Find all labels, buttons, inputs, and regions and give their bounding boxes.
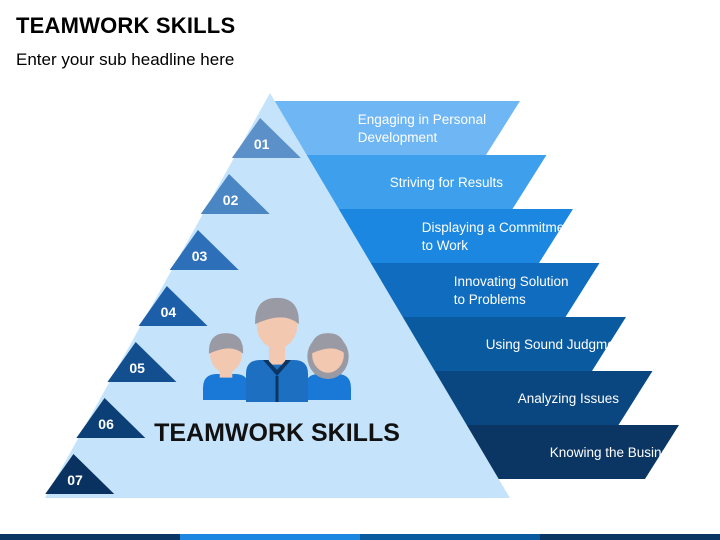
- skill-bar-shape: [430, 371, 653, 425]
- skill-label: Knowing the Business: [550, 445, 683, 460]
- skill-bar-06: Analyzing Issues: [430, 371, 653, 425]
- person-hair: [310, 333, 346, 354]
- number-tab-07: 07: [45, 454, 115, 494]
- skill-label: Displaying a Commitment to Work: [422, 220, 576, 253]
- bottom-accent-bar: [0, 534, 720, 540]
- number-tab-shape: [138, 286, 208, 326]
- skill-label: Using Sound Judgment: [486, 337, 627, 352]
- person-right-icon: [305, 333, 351, 400]
- bottom-bar-segment: [360, 534, 540, 540]
- skill-label-line: Striving for Results: [390, 175, 504, 190]
- number-tab-label: 07: [67, 472, 83, 488]
- person-hair: [208, 333, 244, 354]
- skill-bar-07: Knowing the Business: [462, 425, 683, 479]
- number-tab-01: 01: [231, 118, 301, 158]
- number-tab-shape: [231, 118, 301, 158]
- number-tabs: 01 02 03 04 05 06 07: [45, 118, 301, 494]
- number-tab-label: 03: [192, 248, 208, 264]
- skill-label-line: Development: [358, 130, 438, 145]
- skill-label: Analyzing Issues: [518, 391, 620, 406]
- skill-bar-shape: [270, 101, 520, 155]
- skill-label-line: to Problems: [454, 292, 526, 307]
- number-tab-shape: [76, 398, 146, 438]
- bottom-bar-segment: [180, 534, 360, 540]
- skill-bar-shape: [366, 263, 600, 317]
- bottom-bar-segment: [0, 534, 180, 540]
- skill-bar-05: Using Sound Judgment: [398, 317, 627, 371]
- person-body: [203, 374, 249, 400]
- skill-bar-03: Displaying a Commitment to Work: [334, 209, 576, 263]
- skill-label-line: Displaying a Commitment: [422, 220, 576, 235]
- skill-bar-shape: [398, 317, 626, 371]
- skill-label-line: Using Sound Judgment: [486, 337, 627, 352]
- skill-bar-02: Striving for Results: [302, 155, 547, 209]
- number-tab-label: 02: [223, 192, 239, 208]
- person-body: [305, 374, 351, 400]
- number-tab-label: 05: [129, 360, 145, 376]
- skill-bar-shape: [462, 425, 679, 479]
- skill-label-line: Knowing the Business: [550, 445, 683, 460]
- number-tab-label: 06: [98, 416, 114, 432]
- number-tab-02: 02: [200, 174, 270, 214]
- number-tab-shape: [107, 342, 177, 382]
- skill-label-line: to Work: [422, 238, 469, 253]
- team-people-icon: [203, 297, 351, 402]
- person-center-zipper: [275, 376, 279, 402]
- number-tab-label: 01: [254, 136, 270, 152]
- skill-label: Innovating Solution to Problems: [454, 274, 569, 307]
- center-label: TEAMWORK SKILLS: [154, 419, 400, 447]
- skill-label-line: Engaging in Personal: [358, 112, 486, 127]
- person-left-icon: [203, 333, 249, 400]
- pyramid-triangle: [45, 93, 510, 498]
- page-title: TEAMWORK SKILLS: [16, 13, 236, 38]
- bottom-bar-segment: [540, 534, 720, 540]
- number-tab-05: 05: [107, 342, 177, 382]
- number-tab-label: 04: [161, 304, 177, 320]
- skill-label: Striving for Results: [390, 175, 504, 190]
- number-tab-shape: [169, 230, 239, 270]
- skill-bar-shape: [334, 209, 573, 263]
- skill-label-line: Analyzing Issues: [518, 391, 620, 406]
- skill-bar-04: Innovating Solution to Problems: [366, 263, 600, 317]
- number-tab-shape: [200, 174, 270, 214]
- person-center-collar: [263, 360, 291, 376]
- number-tab-03: 03: [169, 230, 239, 270]
- skill-bar-shape: [302, 155, 547, 209]
- skill-label-line: Innovating Solution: [454, 274, 569, 289]
- number-tab-06: 06: [76, 398, 146, 438]
- number-tab-shape: [45, 454, 115, 494]
- number-tab-04: 04: [138, 286, 208, 326]
- page-subtitle: Enter your sub headline here: [16, 50, 235, 69]
- person-hair: [255, 297, 299, 325]
- person-center-icon: [246, 297, 308, 402]
